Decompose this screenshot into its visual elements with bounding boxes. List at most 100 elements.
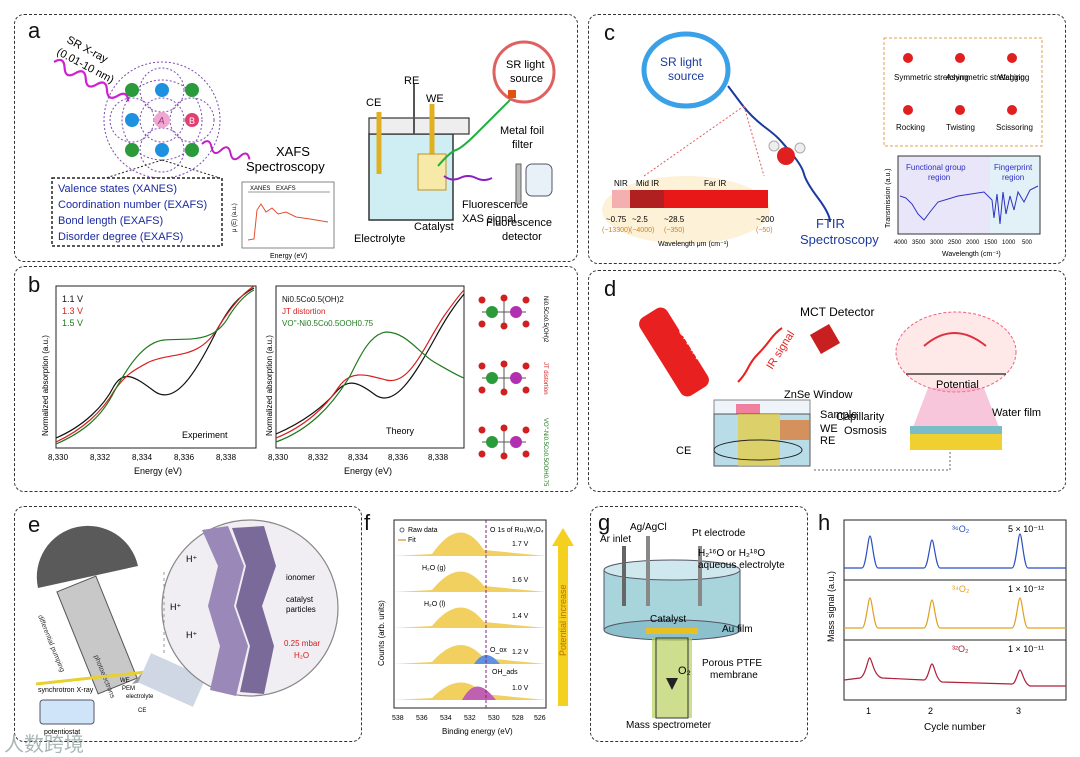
xps-stack <box>394 532 546 700</box>
svg-text:8,332: 8,332 <box>90 453 111 462</box>
sr-ir-beam <box>639 307 709 397</box>
svg-text:RE: RE <box>404 75 419 87</box>
panel-b-label: b <box>28 272 41 297</box>
svg-text:~28.5: ~28.5 <box>664 215 685 224</box>
panel-e-figure: photoelectrons differential pumping sync… <box>35 519 339 736</box>
svg-text:8,338: 8,338 <box>216 453 237 462</box>
svg-text:Counts (arb. units): Counts (arb. units) <box>377 600 386 666</box>
svg-text:0.25 mbar: 0.25 mbar <box>284 639 320 648</box>
svg-text:MCT Detector: MCT Detector <box>800 305 874 319</box>
svg-text:Capillarity: Capillarity <box>836 411 885 423</box>
svg-text:ionomer: ionomer <box>286 573 315 582</box>
svg-text:Energy (eV): Energy (eV) <box>134 466 182 476</box>
svg-text:Symmetric stretching: Symmetric stretching <box>894 73 969 82</box>
svg-text:Sample: Sample <box>820 409 857 421</box>
sr-source-ring-a <box>492 40 556 104</box>
svg-text:H⁺: H⁺ <box>186 554 197 564</box>
fluorescence-wave-a <box>201 140 251 161</box>
panel-h-label: h <box>818 510 831 535</box>
svg-text:1.0 V: 1.0 V <box>512 685 529 692</box>
svg-text:1.5 V: 1.5 V <box>62 318 83 328</box>
svg-text:5 × 10⁻¹¹: 5 × 10⁻¹¹ <box>1008 524 1044 534</box>
svg-text:4000: 4000 <box>894 240 908 246</box>
svg-text:Fluorescence: Fluorescence <box>486 217 552 229</box>
svg-text:~200: ~200 <box>756 215 775 224</box>
xafs-subtitle: Spectroscopy <box>246 159 325 174</box>
series-34 <box>844 597 1066 629</box>
svg-text:detector: detector <box>502 231 542 243</box>
svg-text:H₂O (l): H₂O (l) <box>424 601 445 608</box>
svg-text:Fit: Fit <box>408 537 416 544</box>
svg-text:H₂O (g): H₂O (g) <box>422 565 446 572</box>
svg-text:1.6 V: 1.6 V <box>512 577 529 584</box>
fluorescence-detector-a <box>525 163 553 197</box>
svg-text:CE: CE <box>138 708 146 714</box>
svg-text:O₂: O₂ <box>678 665 691 677</box>
svg-text:WE: WE <box>426 93 444 105</box>
svg-text:(~350): (~350) <box>664 227 684 234</box>
svg-text:SR light: SR light <box>506 59 545 71</box>
panel-h-figure: ³⁶O₂ ³⁴O₂ ³²O₂ 5 × 10⁻¹¹ 1 × 10⁻¹² 1 × 1… <box>826 519 1067 733</box>
svg-text:Porous PTFE: Porous PTFE <box>702 658 762 669</box>
svg-text:potentiostat: potentiostat <box>44 729 80 736</box>
panel-g <box>590 506 808 742</box>
panel-e-label: e <box>28 512 41 537</box>
svg-text:PEM: PEM <box>122 686 135 692</box>
svg-text:A: A <box>157 116 165 127</box>
exp-curve-1v1 <box>55 287 255 439</box>
svg-text:1: 1 <box>866 706 871 716</box>
svg-text:532: 532 <box>464 715 476 722</box>
svg-text:H⁺: H⁺ <box>170 602 181 612</box>
svg-text:Wavelength μm (cm⁻¹): Wavelength μm (cm⁻¹) <box>658 241 728 248</box>
svg-text:Normalized absorption (a.u.): Normalized absorption (a.u.) <box>265 335 274 436</box>
potential-arrow <box>552 528 574 706</box>
svg-text:synchrotron X-ray: synchrotron X-ray <box>38 687 94 694</box>
svg-text:8,330: 8,330 <box>268 453 289 462</box>
svg-text:EXAFS: EXAFS <box>276 186 296 192</box>
svg-text:Mass spectrometer: Mass spectrometer <box>626 720 712 731</box>
svg-text:Experiment: Experiment <box>182 430 228 440</box>
svg-text:WE: WE <box>120 678 130 684</box>
svg-text:Fingerprint: Fingerprint <box>994 163 1033 172</box>
svg-text:source: source <box>510 73 543 85</box>
svg-text:500: 500 <box>1022 240 1033 246</box>
analyzer-dome <box>36 525 138 588</box>
svg-text:filter: filter <box>512 139 533 151</box>
svg-text:530: 530 <box>488 715 500 722</box>
svg-text:Spectroscopy: Spectroscopy <box>800 232 879 247</box>
svg-text:particles: particles <box>286 605 316 614</box>
svg-text:8,334: 8,334 <box>132 453 153 462</box>
svg-text:1 × 10⁻¹²: 1 × 10⁻¹² <box>1008 584 1044 594</box>
svg-text:Catalyst: Catalyst <box>414 221 454 233</box>
svg-text:region: region <box>1002 173 1024 182</box>
svg-text:Ar inlet: Ar inlet <box>600 534 631 545</box>
svg-text:NIR: NIR <box>614 179 628 188</box>
analyzer-column <box>56 575 138 695</box>
svg-text:XAS signal: XAS signal <box>462 213 516 225</box>
atom-lattice: A B <box>103 61 221 179</box>
svg-text:Ag/AgCl: Ag/AgCl <box>630 522 667 533</box>
svg-text:Potential: Potential <box>936 379 979 391</box>
svg-text:Transmission (a.u.): Transmission (a.u.) <box>885 168 892 228</box>
svg-text:Raw data: Raw data <box>408 527 438 534</box>
info-line-0: Valence states (XANES) <box>58 183 177 195</box>
svg-text:2: 2 <box>928 706 933 716</box>
panel-a-label: a <box>28 18 41 43</box>
svg-text:Rocking: Rocking <box>896 123 925 132</box>
svg-text:WE: WE <box>820 423 838 435</box>
panel-a <box>14 14 578 262</box>
svg-text:Energy (eV): Energy (eV) <box>344 466 392 476</box>
svg-text:H₂O: H₂O <box>294 651 309 660</box>
svg-text:538: 538 <box>392 715 404 722</box>
svg-text:Energy (eV): Energy (eV) <box>270 253 307 260</box>
svg-text:³²O₂: ³²O₂ <box>952 644 969 654</box>
svg-text:RE: RE <box>820 435 835 447</box>
panel-c-label: c <box>604 20 615 45</box>
panel-g-figure: O₂ Ar inlet Ag/AgCl Pt electrode H₂¹⁶O o… <box>600 522 785 731</box>
info-line-1: Coordination number (EXAFS) <box>58 199 207 211</box>
svg-text:(~4000): (~4000) <box>630 227 654 234</box>
vibration-modes <box>903 53 1017 115</box>
svg-text:VO''-Ni0.5Co0.5OOH0.75: VO''-Ni0.5Co0.5OOH0.75 <box>542 418 548 487</box>
panel-d-label: d <box>604 276 617 301</box>
svg-text:μ (E) (a.u.): μ (E) (a.u.) <box>232 203 238 232</box>
